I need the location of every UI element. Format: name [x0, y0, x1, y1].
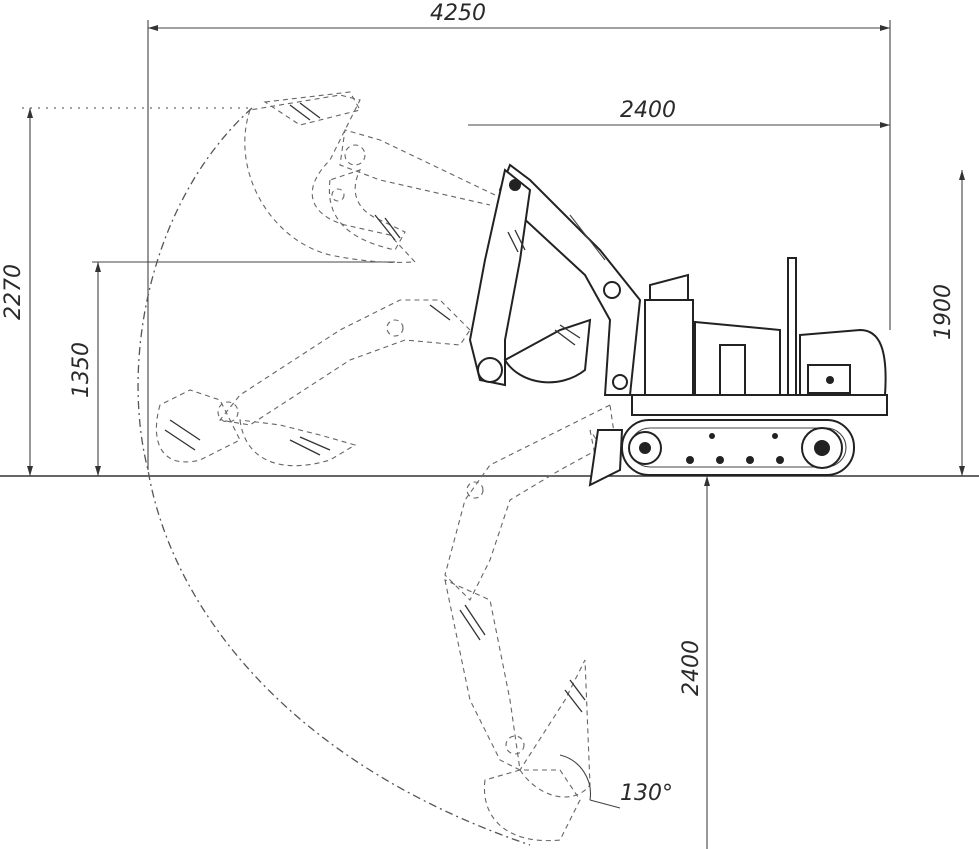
machine-body [631, 257, 888, 416]
reach-label: 2400 [620, 98, 676, 123]
dimension-dump-height: 1350 [69, 261, 395, 476]
dump-height-label: 1350 [69, 342, 94, 398]
reach-envelope-arc [137, 107, 531, 846]
bucket-angle-label: 130° [620, 781, 673, 806]
bucket-angle-annotation: 130° [559, 754, 673, 809]
dimension-cab-height: 1900 [931, 170, 965, 476]
dozer-blade [588, 429, 624, 487]
dimension-dig-depth: 2400 [679, 476, 710, 849]
dimension-max-height: 2270 [1, 107, 250, 476]
ghost-arm-extended [155, 299, 471, 467]
main-arm [468, 163, 642, 396]
ghost-arm-raised [244, 91, 496, 263]
track-assembly [621, 419, 855, 476]
dig-depth-label: 2400 [679, 640, 704, 696]
cab-height-label: 1900 [931, 284, 956, 340]
dimension-total-length: 4250 [147, 1, 891, 470]
total-length-label: 4250 [430, 1, 486, 26]
max-height-label: 2270 [1, 264, 26, 320]
dimension-reach: 2400 [468, 98, 890, 128]
ghost-arm-digging [444, 404, 616, 842]
